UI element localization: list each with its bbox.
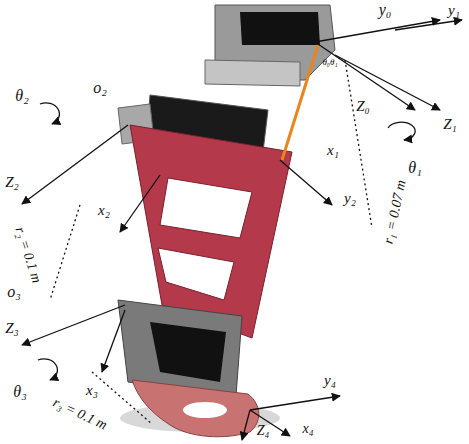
motor-face	[240, 12, 320, 45]
link-line	[282, 45, 318, 160]
rot-theta3	[38, 359, 57, 380]
axis-label: x₄	[302, 422, 313, 436]
axis-y1	[395, 20, 462, 30]
axis-label: x₂	[98, 203, 110, 218]
axis-x4	[250, 410, 290, 436]
axis-label: x₃	[86, 383, 98, 398]
axis-label: θ₀θ₁	[322, 58, 337, 67]
rot-theta2	[40, 103, 59, 124]
rot-theta1	[388, 122, 415, 140]
axis-label: Z₀	[356, 99, 370, 114]
axis-z2	[22, 125, 128, 204]
axis-x3	[102, 310, 125, 372]
axis-x2	[120, 175, 160, 232]
axis-y0	[315, 20, 440, 42]
ankle-motor	[150, 322, 226, 382]
axis-z3	[22, 305, 125, 345]
axis-label: Z₃	[5, 321, 19, 336]
axis-label: y₀	[379, 2, 392, 18]
axis-label: θ₃	[13, 384, 26, 400]
axis-label: r₁ = 0.07 m	[381, 179, 408, 245]
bracket-plate	[205, 60, 300, 86]
axis-label: θ₂	[15, 88, 28, 104]
axis-z4	[242, 410, 250, 440]
foot-hole	[183, 402, 227, 418]
axis-label: r₃ = 0.1 m	[51, 395, 109, 432]
axis-label: r₂ = 0.1 m	[12, 225, 43, 284]
dim-r2	[50, 205, 80, 300]
axis-z1	[335, 55, 440, 110]
dim-r1	[345, 60, 372, 228]
axis-label: o₂	[93, 80, 107, 96]
axis-label: o₃	[7, 284, 21, 300]
axis-label: y₄	[324, 373, 336, 388]
axis-label: x₁	[327, 143, 339, 158]
axis-label: Z₂	[5, 175, 19, 190]
axis-y2	[280, 160, 332, 205]
axis-label: y₁	[448, 3, 460, 18]
axis-label: Z₄	[257, 424, 270, 438]
foot	[132, 380, 259, 437]
axis-label: θ₁	[408, 160, 421, 176]
axis-label: y₂	[344, 191, 356, 206]
axis-label: Z₁	[443, 117, 457, 132]
axis-y4	[250, 396, 340, 410]
